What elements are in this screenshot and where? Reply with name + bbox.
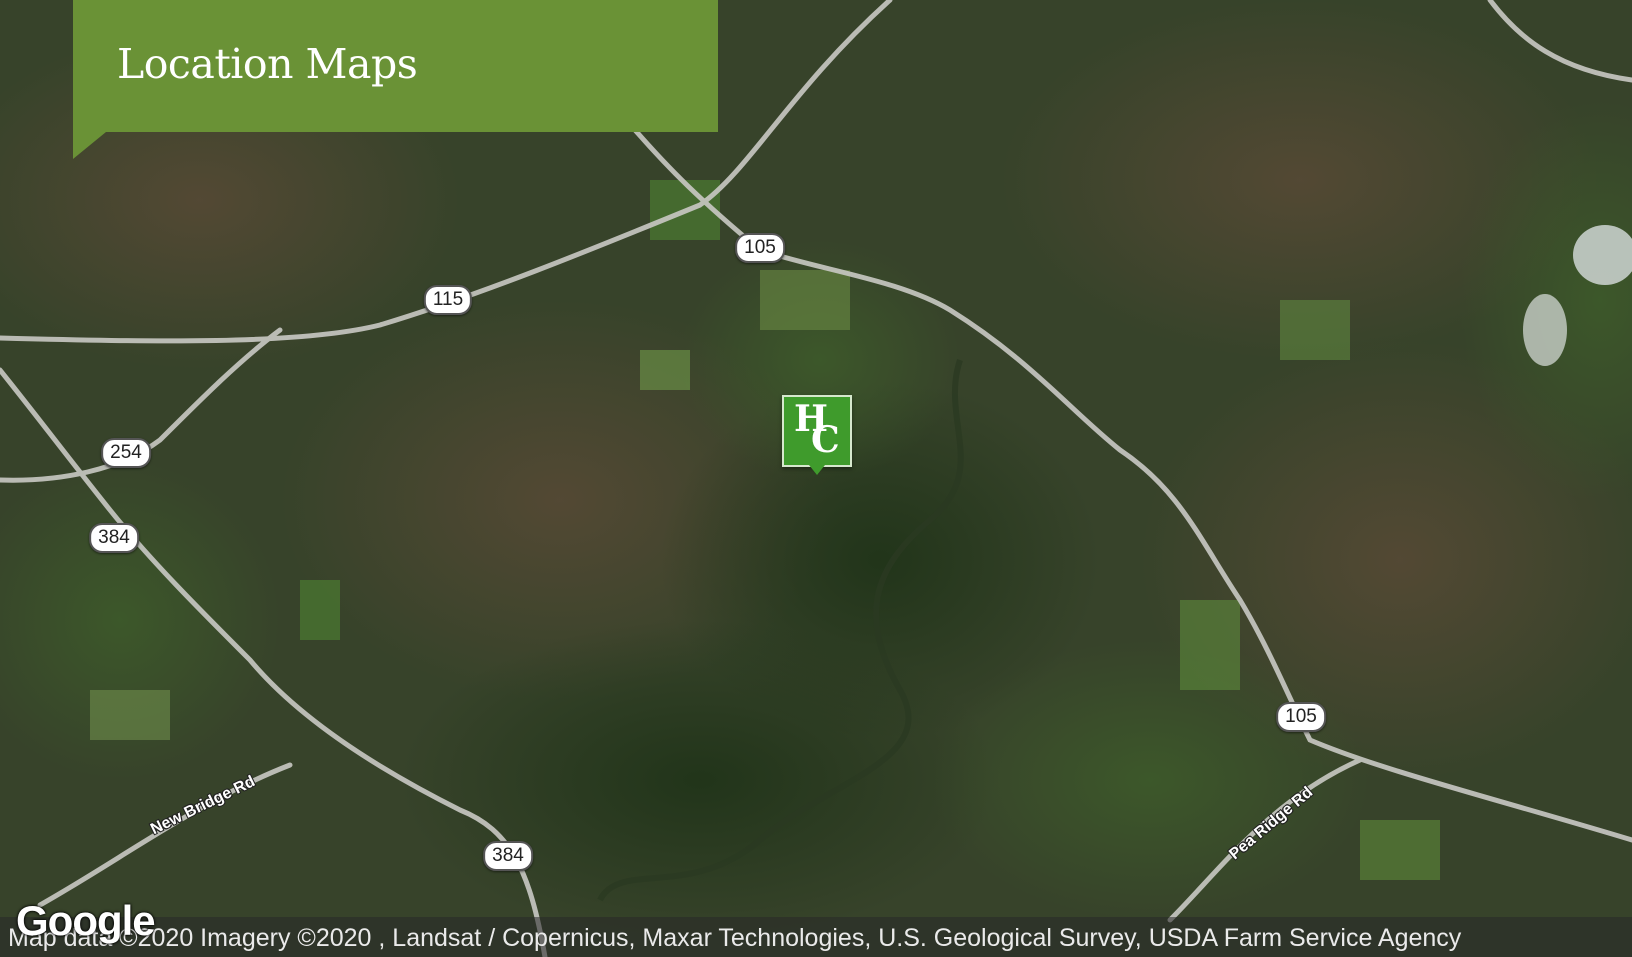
location-marker[interactable]: H C <box>782 395 852 475</box>
marker-pin-tail <box>809 465 825 475</box>
route-shield-115: 115 <box>423 285 473 315</box>
marker-monogram-h: H <box>794 398 829 440</box>
marker-monogram-c: C <box>811 419 840 461</box>
google-logo: Google <box>16 897 156 944</box>
route-shield-105-south: 105 <box>1276 702 1326 732</box>
route-shield-254: 254 <box>101 438 151 468</box>
title-banner: Location Maps <box>73 0 718 159</box>
map-attribution-text: Map data ©2020 Imagery ©2020 , Landsat /… <box>8 924 1462 952</box>
title-banner-tail <box>73 132 106 159</box>
route-shield-384-north: 384 <box>89 523 139 553</box>
route-shield-384-south: 384 <box>483 841 533 871</box>
route-shield-105-north: 105 <box>735 233 785 263</box>
page-title: Location Maps <box>117 40 418 88</box>
map-attribution-bar: Map data ©2020 Imagery ©2020 , Landsat /… <box>0 917 1632 957</box>
